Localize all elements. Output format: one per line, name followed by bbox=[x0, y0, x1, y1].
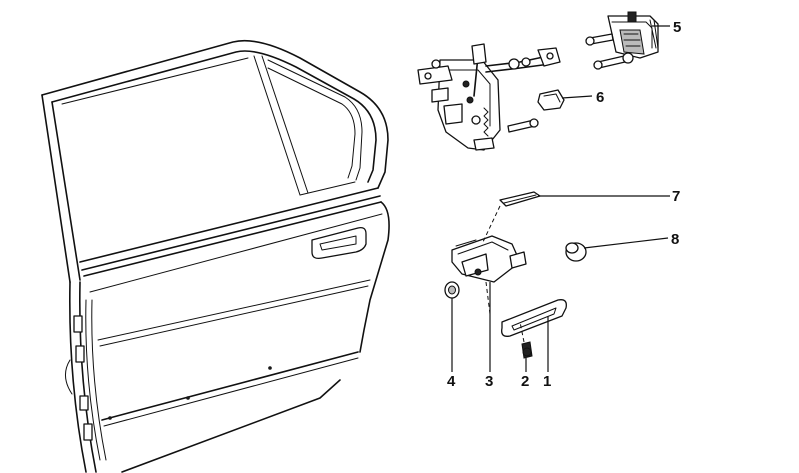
leader-6 bbox=[561, 95, 593, 99]
rear-door-illustration bbox=[41, 39, 390, 473]
door-lock-mechanism bbox=[417, 43, 561, 151]
callout-5: 5 bbox=[673, 19, 681, 36]
grommet-part bbox=[444, 281, 460, 299]
callout-1: 1 bbox=[543, 373, 551, 390]
cap-part bbox=[537, 89, 565, 111]
outer-handle-part bbox=[501, 299, 567, 337]
callout-3: 3 bbox=[485, 373, 493, 390]
plug-part bbox=[565, 242, 587, 262]
callout-4: 4 bbox=[447, 373, 456, 390]
screw-part bbox=[519, 321, 533, 359]
callout-6: 6 bbox=[596, 89, 604, 106]
cover-strip-part bbox=[499, 191, 541, 207]
door-check-bracket bbox=[585, 11, 659, 70]
leader-8 bbox=[583, 237, 669, 249]
lock-housing-part bbox=[451, 205, 527, 315]
callout-8: 8 bbox=[671, 231, 679, 248]
callout-7: 7 bbox=[672, 188, 680, 205]
callout-2: 2 bbox=[521, 373, 529, 390]
